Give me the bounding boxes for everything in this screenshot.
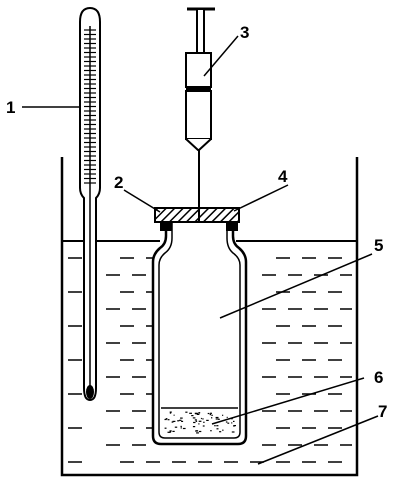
label-headspace: 5	[374, 236, 383, 255]
label-septum: 4	[278, 167, 288, 186]
vial	[151, 222, 248, 446]
thermometer-scale	[84, 29, 96, 184]
water-dashes	[68, 257, 352, 463]
label-crimp-cap: 2	[114, 173, 123, 192]
label-water-bath: 7	[378, 402, 387, 421]
label-thermometer: 1	[6, 98, 15, 117]
crimp-cap	[154, 207, 240, 231]
thermometer	[79, 6, 101, 402]
leader-lines	[22, 35, 379, 465]
label-sample: 6	[374, 368, 383, 387]
sample-particles	[164, 411, 236, 434]
water-bath	[60, 157, 359, 477]
label-syringe: 3	[240, 23, 249, 42]
syringe	[185, 7, 215, 270]
